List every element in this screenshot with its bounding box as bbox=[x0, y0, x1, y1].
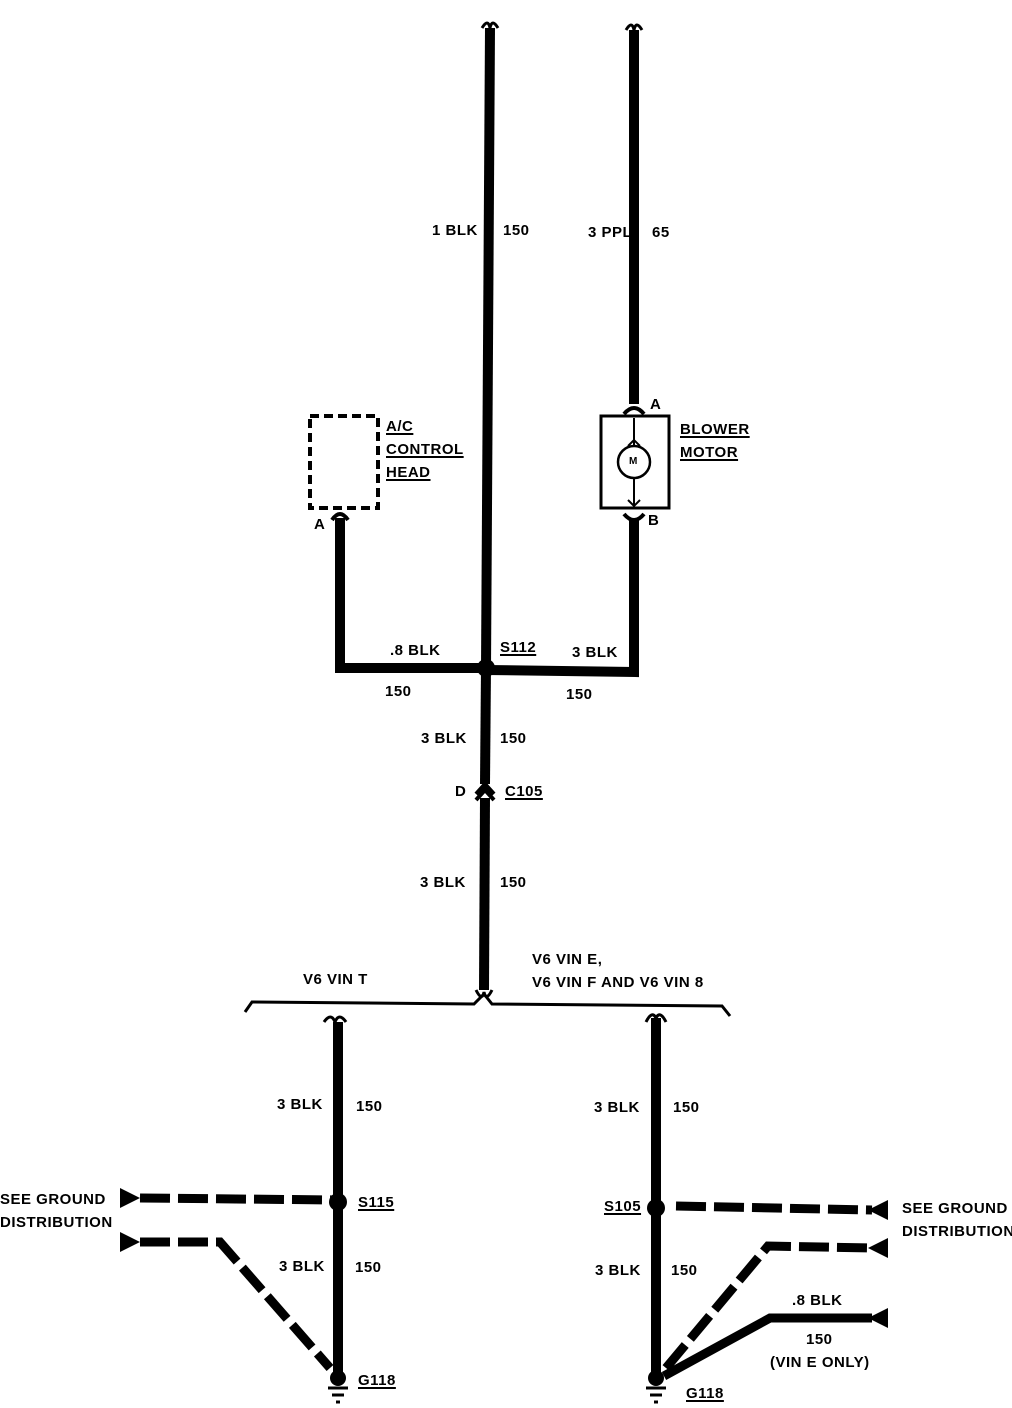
ground-g118-right-label: G118 bbox=[686, 1385, 724, 1402]
wire-label-right-extra-color: .8 BLK bbox=[792, 1292, 843, 1309]
blower-motor-box bbox=[599, 414, 671, 510]
connector-c105-pin: D bbox=[455, 783, 467, 800]
wire-label-right-lower-circuit: 150 bbox=[671, 1262, 698, 1279]
wire-c105-to-branch bbox=[479, 797, 490, 991]
branch-right-label-line1: V6 VIN E, bbox=[532, 951, 603, 968]
blower-pin-a: A bbox=[650, 396, 662, 413]
wire-label-left-upper-circuit: 150 bbox=[356, 1098, 383, 1115]
motor-symbol-circle bbox=[616, 444, 652, 480]
splice-s105-label: S105 bbox=[604, 1198, 642, 1215]
arrow-right-upper-icon bbox=[868, 1200, 888, 1220]
wire-label-s112-c105-color: 3 BLK bbox=[421, 730, 467, 747]
ground-g118-left-dot bbox=[330, 1370, 346, 1386]
blower-pin-b-connector bbox=[622, 512, 646, 522]
splice-s115-dot bbox=[329, 1193, 347, 1211]
ref-left-line2: DISTRIBUTION bbox=[0, 1214, 113, 1231]
ground-symbol-left-icon bbox=[328, 1386, 348, 1404]
wire-right-vin-e-only bbox=[661, 1313, 872, 1380]
motor-arrow-bottom-icon bbox=[627, 499, 641, 508]
ground-g118-left-label: G118 bbox=[358, 1372, 396, 1389]
wire-1blk-150 bbox=[481, 27, 495, 669]
ref-left-line1: SEE GROUND bbox=[0, 1191, 106, 1208]
wire-break-top-left bbox=[480, 21, 500, 29]
wire-break-top-right bbox=[624, 23, 644, 31]
motor-symbol-letter: M bbox=[629, 456, 638, 467]
blower-motor-name-line2: MOTOR bbox=[680, 444, 739, 461]
ref-right-line1: SEE GROUND bbox=[902, 1200, 1008, 1217]
wire-label-right-extra-circuit: 150 bbox=[806, 1331, 833, 1348]
wire-label-ac-circuit: 150 bbox=[385, 683, 412, 700]
motor-arrow-top-icon bbox=[627, 438, 641, 447]
ac-control-name-line1: A/C bbox=[386, 418, 414, 435]
wire-label-right-upper-color: 3 BLK bbox=[594, 1099, 640, 1116]
branch-right-label-line2: V6 VIN F AND V6 VIN 8 bbox=[532, 974, 704, 991]
ac-pin-a-connector bbox=[330, 512, 350, 522]
wire-label-right-upper-circuit: 150 bbox=[673, 1099, 700, 1116]
splice-s112-label: S112 bbox=[500, 639, 537, 656]
wire-label-right-lower-color: 3 BLK bbox=[595, 1262, 641, 1279]
wire-label-left-upper-color: 3 BLK bbox=[277, 1096, 323, 1113]
branch-bracket bbox=[243, 991, 732, 1017]
wire-label-ac-color: .8 BLK bbox=[390, 642, 441, 659]
ground-symbol-right-icon bbox=[646, 1386, 666, 1404]
splice-s105-dot bbox=[647, 1199, 665, 1217]
wire-label-top-left-circuit: 150 bbox=[503, 222, 530, 239]
arrow-left-lower-icon bbox=[120, 1232, 140, 1252]
wire-ac-to-s112 bbox=[335, 518, 486, 673]
dashed-wire-right-lower bbox=[662, 1241, 873, 1371]
ac-control-pin-a: A bbox=[314, 516, 326, 533]
wire-label-top-right-color: 3 PPL bbox=[588, 224, 633, 241]
wire-label-s112-c105-circuit: 150 bbox=[500, 730, 527, 747]
branch-left-label: V6 VIN T bbox=[303, 971, 368, 988]
ref-right-line2: DISTRIBUTION bbox=[902, 1223, 1012, 1240]
ac-control-name-line3: HEAD bbox=[386, 464, 431, 481]
wire-s112-to-c105 bbox=[480, 667, 491, 785]
dashed-wire-left-upper bbox=[139, 1193, 339, 1205]
ground-g118-right-dot bbox=[648, 1370, 664, 1386]
wire-label-c105-branch-circuit: 150 bbox=[500, 874, 527, 891]
blower-pin-a-connector bbox=[622, 406, 646, 416]
wire-label-blower-color: 3 BLK bbox=[572, 644, 618, 661]
wire-label-blower-circuit: 150 bbox=[566, 686, 593, 703]
wire-blower-to-s112 bbox=[485, 520, 639, 678]
ac-control-name-line2: CONTROL bbox=[386, 441, 464, 458]
wire-label-top-left-color: 1 BLK bbox=[432, 222, 478, 239]
dashed-wire-left-lower bbox=[140, 1237, 334, 1371]
dashed-wire-right-upper bbox=[675, 1201, 873, 1215]
blower-pin-b: B bbox=[648, 512, 660, 529]
arrow-right-middle-icon bbox=[868, 1238, 888, 1258]
arrow-right-lower-icon bbox=[868, 1308, 888, 1328]
wire-label-c105-branch-color: 3 BLK bbox=[420, 874, 466, 891]
splice-s115-label: S115 bbox=[358, 1194, 395, 1211]
wire-label-left-lower-color: 3 BLK bbox=[279, 1258, 325, 1275]
arrow-left-upper-icon bbox=[120, 1188, 140, 1208]
wire-label-right-extra-note: (VIN E ONLY) bbox=[770, 1354, 870, 1371]
wire-label-left-lower-circuit: 150 bbox=[355, 1259, 382, 1276]
blower-motor-name-line1: BLOWER bbox=[680, 421, 750, 438]
splice-s112-dot bbox=[477, 659, 495, 677]
wire-label-top-right-circuit: 65 bbox=[652, 224, 670, 241]
wire-break-left-branch bbox=[322, 1015, 348, 1027]
ac-control-head-box bbox=[308, 414, 380, 510]
c105-connector bbox=[474, 781, 496, 802]
connector-c105-label: C105 bbox=[505, 783, 543, 800]
